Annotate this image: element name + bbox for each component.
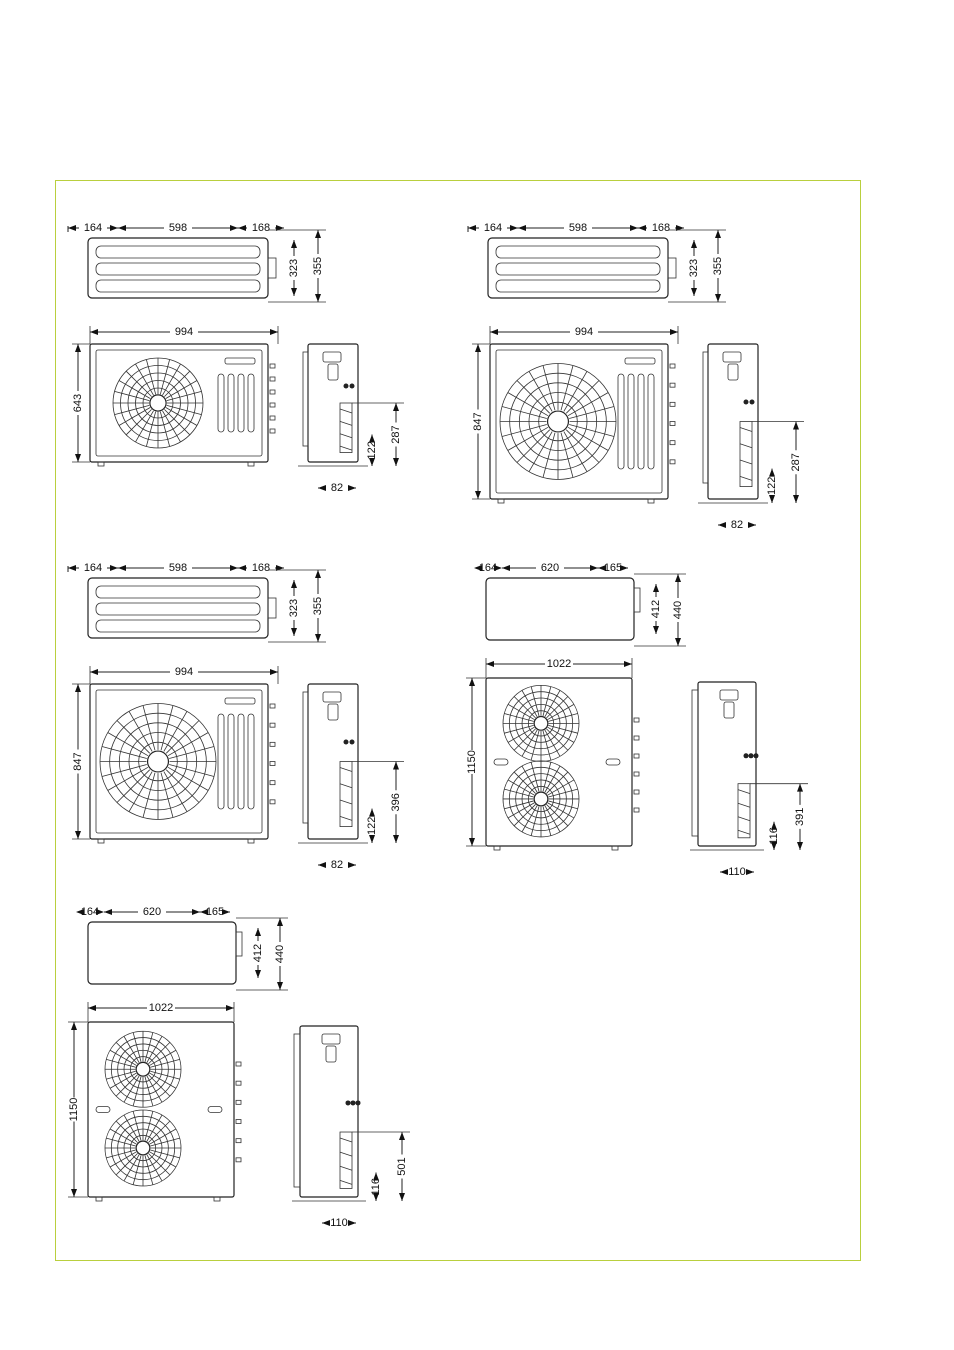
dimension-label: 355 (312, 257, 324, 275)
dimension-label: 412 (252, 944, 264, 962)
fan-grille (112, 357, 204, 449)
dimension-label: 110 (330, 1217, 348, 1229)
dimension-label: 643 (72, 394, 84, 412)
fan-grille (104, 1109, 182, 1187)
dimension-label: 168 (652, 222, 670, 234)
top-view (485, 577, 635, 641)
dimension-label: 164 (81, 906, 99, 918)
dimension-label: 287 (790, 453, 802, 471)
side-view (299, 1025, 359, 1198)
fan-grille (104, 1030, 182, 1108)
dimension-label: 355 (712, 257, 724, 275)
dimension-label: 501 (396, 1157, 408, 1175)
dimension-label: 598 (569, 222, 587, 234)
dimension-label: 164 (484, 222, 502, 234)
drawing-frame (55, 180, 861, 1261)
top-view (87, 921, 237, 985)
dimension-label: 391 (794, 808, 806, 826)
dimension-label: 165 (604, 562, 622, 574)
dimension-label: 994 (175, 326, 193, 338)
dimension-label: 164 (84, 562, 102, 574)
side-view (697, 681, 757, 847)
dimension-label: 847 (72, 752, 84, 770)
dimension-label: 598 (169, 222, 187, 234)
dimension-label: 440 (274, 945, 286, 963)
unit-drawing-2: 164 598 168 323 355 994 847 287 122 82 (467, 222, 804, 531)
dimension-label: 82 (331, 482, 343, 494)
dimension-label: 287 (390, 425, 402, 443)
dimension-label: 1022 (547, 658, 571, 670)
dimension-label: 1150 (466, 750, 478, 774)
fan-grille (499, 363, 617, 480)
dimension-label: 412 (650, 600, 662, 618)
unit-drawing-4: 164 620 165 412 440 1022 1150 391 116 110 (466, 562, 808, 878)
dimension-label: 168 (252, 222, 270, 234)
dimension-label: 82 (331, 859, 343, 871)
dimension-label: 396 (390, 793, 402, 811)
dimension-label: 598 (169, 562, 187, 574)
fan-grille (99, 703, 217, 820)
dimension-label: 116 (370, 1178, 382, 1196)
dimension-label: 122 (766, 477, 778, 495)
dimension-label: 620 (541, 562, 559, 574)
dimension-label: 323 (688, 259, 700, 277)
unit-drawing-1: 164 598 168 323 355 994 643 287 122 82 (67, 222, 404, 494)
top-view (87, 577, 269, 639)
dimension-label: 323 (288, 259, 300, 277)
dimension-label: 620 (143, 906, 161, 918)
dimension-label: 164 (479, 562, 497, 574)
dimension-label: 1022 (149, 1002, 173, 1014)
fan-grille (502, 684, 580, 762)
dimension-label: 1150 (68, 1098, 80, 1122)
fan-grille (502, 760, 580, 838)
top-view (87, 237, 269, 299)
dimension-label: 116 (768, 827, 780, 845)
dimension-label: 110 (728, 866, 746, 878)
dimension-label: 122 (366, 441, 378, 459)
top-view (487, 237, 669, 299)
dimension-label: 994 (175, 666, 193, 678)
dimension-label: 355 (312, 597, 324, 615)
dimension-label: 847 (472, 412, 484, 430)
unit-drawing-5: 164 620 165 412 440 1022 1150 501 116 110 (68, 906, 410, 1229)
dimension-label: 168 (252, 562, 270, 574)
dimension-label: 165 (206, 906, 224, 918)
unit-drawing-3: 164 598 168 323 355 994 847 396 122 82 (67, 562, 404, 871)
dimension-label: 122 (366, 817, 378, 835)
dimension-label: 994 (575, 326, 593, 338)
dimension-label: 82 (731, 519, 743, 531)
dimension-label: 440 (672, 601, 684, 619)
dimension-label: 323 (288, 599, 300, 617)
dimension-label: 164 (84, 222, 102, 234)
